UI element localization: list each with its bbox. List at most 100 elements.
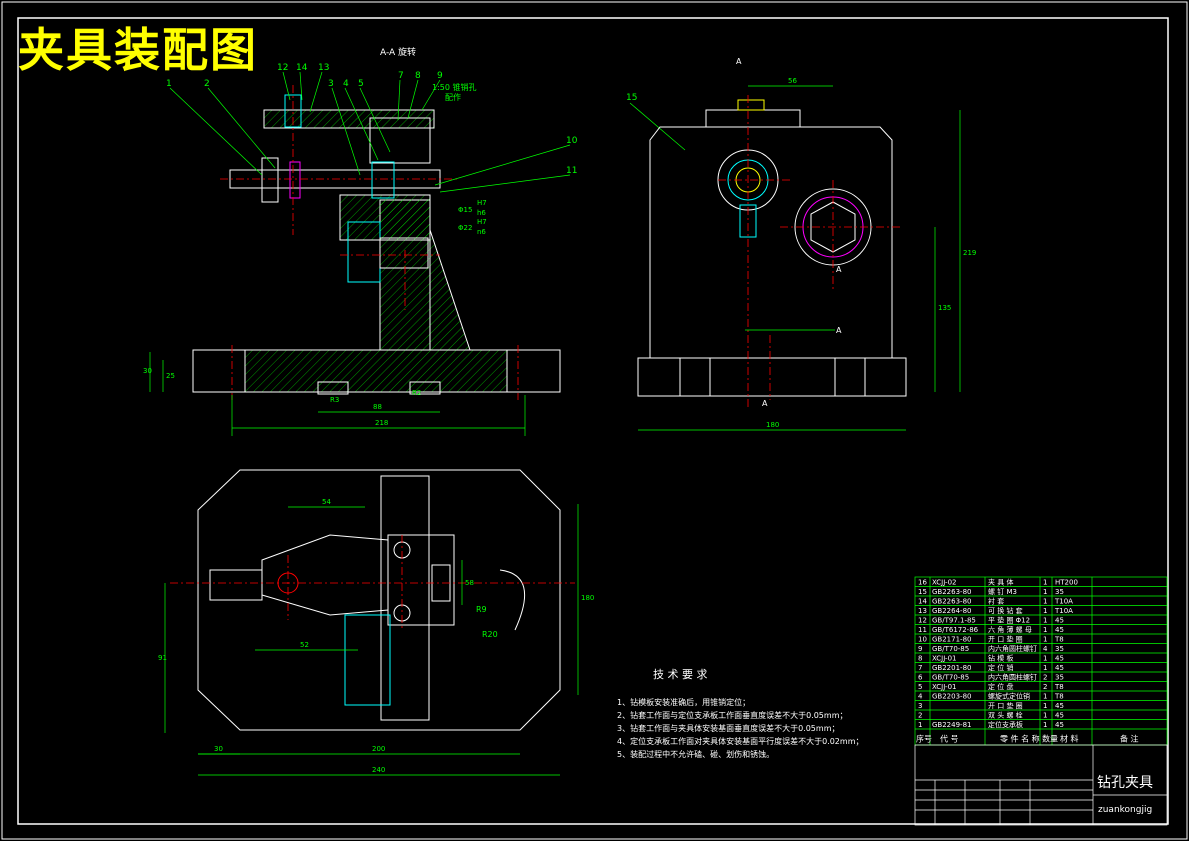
callout-1: 1 <box>166 79 172 89</box>
dim-front-h2: 25 <box>166 372 175 380</box>
bom-header-cell: 备 注 <box>1120 734 1139 744</box>
bom-cell: 可 换 钻 套 <box>988 606 1023 615</box>
bom-header-cell: 代 号 <box>940 734 959 744</box>
bom-cell: GB/T70-85 <box>932 645 969 653</box>
bom-cell: 衬 套 <box>988 597 1004 606</box>
callout-12: 12 <box>277 63 288 73</box>
dim-front-width: 218 <box>375 419 388 427</box>
callout-4: 4 <box>343 79 349 89</box>
front-slot <box>317 381 349 395</box>
dim-r20: R20 <box>482 630 498 639</box>
callout-3: 3 <box>328 79 334 89</box>
bom-cell: GB/T70-85 <box>932 674 969 682</box>
tech-req-4: 4、定位支承板工作面对夹具体安装基面平行度误差不大于0.02mm； <box>617 736 864 746</box>
bom-cell: 5 <box>918 683 922 691</box>
bom-cell: 35 <box>1055 674 1064 682</box>
dim-r2: R2 <box>412 389 421 397</box>
side-dims <box>638 85 961 431</box>
bom-cell: 1 <box>1043 655 1047 663</box>
bom-cell: GB2249-81 <box>932 721 971 729</box>
bom-cell: GB/T6172-86 <box>932 626 979 634</box>
callout-2: 2 <box>204 79 210 89</box>
bom-cell: 开 口 垫 圈 <box>988 635 1023 644</box>
tech-req-5: 5、装配过程中不允许磕、碰、划伤和锈蚀。 <box>617 749 774 759</box>
bom-cell: 7 <box>918 664 922 672</box>
dim-r3: R3 <box>330 396 339 404</box>
tech-req-3: 3、钻套工作面与夹具体安装基面垂直度误差不大于0.05mm； <box>617 723 840 733</box>
bom-cell: 8 <box>918 655 922 663</box>
tech-req-1: 1、钻模板安装准确后，用锥销定位； <box>617 697 750 707</box>
bom-cell: 1 <box>1043 636 1047 644</box>
bom-cell: 1 <box>1043 626 1047 634</box>
side-base-slot-2 <box>834 357 866 397</box>
front-base-hatch <box>244 349 508 393</box>
bom-cell: T8 <box>1054 636 1064 644</box>
bom-cell: 45 <box>1055 721 1064 729</box>
front-view <box>192 94 561 395</box>
bom-cell: 11 <box>918 626 927 634</box>
bom-cell: 45 <box>1055 626 1064 634</box>
bom-cell: XCJJ-02 <box>932 579 957 587</box>
bom-cell: 1 <box>1043 721 1047 729</box>
front-bushing <box>284 94 302 128</box>
title-block-drawing-no: zuankongjig <box>1098 805 1152 815</box>
dim-side-h2: 135 <box>938 304 951 312</box>
front-nut <box>261 157 279 203</box>
svg-text:Φ22: Φ22 <box>458 224 472 232</box>
bom-cell: 35 <box>1055 645 1064 653</box>
bom-cell: XCJJ-01 <box>932 683 957 691</box>
bom-cell: 内六角圆柱螺钉 <box>988 644 1037 653</box>
side-base-slot <box>679 357 711 397</box>
callout-5: 5 <box>358 79 364 89</box>
svg-text:H7: H7 <box>477 199 487 207</box>
plan-dims <box>164 504 579 776</box>
callout-13: 13 <box>318 63 329 73</box>
bom-cell: GB2264-80 <box>932 607 971 615</box>
front-plate-block <box>369 117 431 164</box>
dim-plan-30: 30 <box>214 745 223 753</box>
bom-table <box>914 576 1168 746</box>
svg-text:H7: H7 <box>477 218 487 226</box>
front-centerlines <box>220 85 519 400</box>
callout-11: 11 <box>566 166 577 176</box>
callout-8: 8 <box>415 71 421 81</box>
bom-cell: 定位支承板 <box>988 720 1023 729</box>
bom-header-cell: 序号 <box>916 734 932 744</box>
dim-side-width: 180 <box>766 421 779 429</box>
svg-text:n6: n6 <box>477 228 486 236</box>
inner-border <box>17 17 1169 825</box>
svg-text:A: A <box>762 399 768 408</box>
bom-cell: 12 <box>918 617 927 625</box>
side-body <box>649 126 893 359</box>
callout-9: 9 <box>437 71 443 81</box>
title-block-name: 钻孔夹具 <box>1097 775 1153 791</box>
bom-cell: 14 <box>918 598 927 606</box>
bom-cell: 2 <box>1043 674 1047 682</box>
bom-cell: 螺 钉 M3 <box>988 587 1017 596</box>
dim-plan-52: 52 <box>300 641 309 649</box>
bom-cell: 45 <box>1055 702 1064 710</box>
plan-head <box>387 534 455 626</box>
dim-plan-91: 91 <box>158 654 167 662</box>
dim-front-h1: 30 <box>143 367 152 375</box>
plan-column <box>380 475 430 721</box>
svg-text:h6: h6 <box>477 209 486 217</box>
front-slot-2 <box>409 381 441 395</box>
bom-cell: HT200 <box>1055 579 1078 587</box>
bom-cell: GB2263-80 <box>932 588 971 596</box>
bom-header-cell: 材 料 <box>1060 734 1079 744</box>
bom-cell: 15 <box>918 588 927 596</box>
bom-cell: 1 <box>1043 712 1047 720</box>
bom-cell: 开 口 垫 圈 <box>988 701 1023 710</box>
dim-plan-54: 54 <box>322 498 331 506</box>
bom-cell: 六 角 薄 螺 母 <box>988 625 1032 634</box>
dim-plan-240: 240 <box>372 766 385 774</box>
note-pin-2: 配作 <box>445 92 461 102</box>
bom-cell: 45 <box>1055 617 1064 625</box>
side-knurl <box>737 99 765 111</box>
bom-cell: 9 <box>918 645 922 653</box>
bom-cell: 2 <box>918 712 922 720</box>
